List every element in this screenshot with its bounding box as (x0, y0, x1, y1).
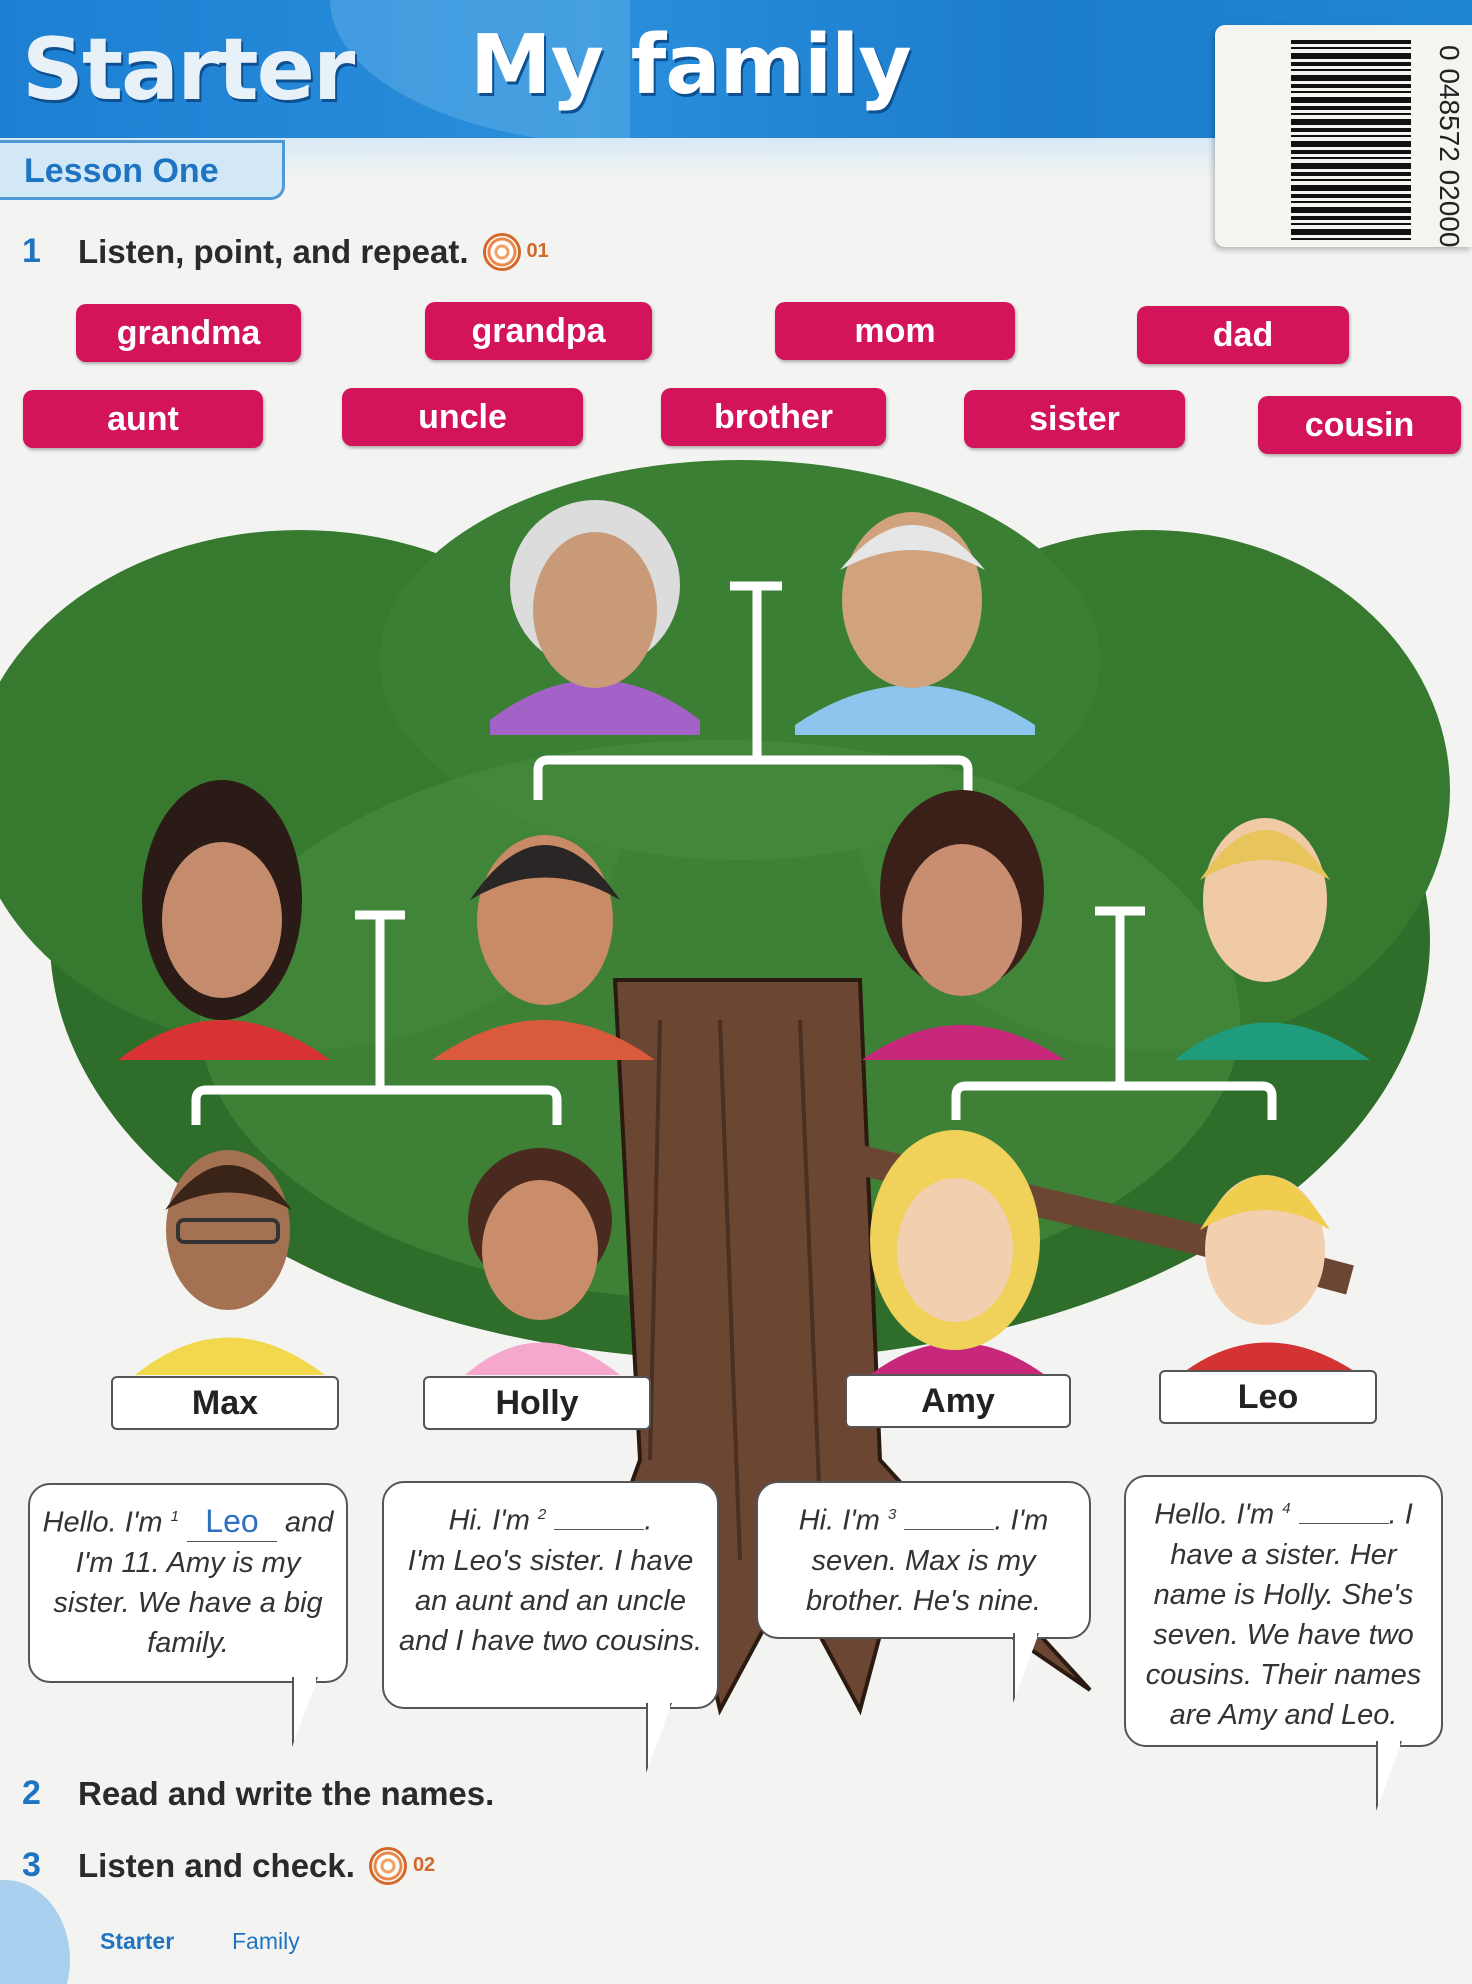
barcode-sticker: 0 048572 02000 (1215, 25, 1472, 247)
bubble-text: Hi. I'm (448, 1504, 530, 1537)
exercise-1: 1 Listen, point, and repeat. 01 (22, 232, 549, 271)
blank-number: 1 (170, 1508, 179, 1525)
footer-section: Starter (100, 1928, 175, 1954)
exercise-instruction: Listen, point, and repeat. (78, 232, 469, 270)
amy-portrait (870, 1130, 1045, 1375)
word-card-uncle[interactable]: uncle (342, 388, 583, 446)
answer-blank-1[interactable]: Leo (186, 1501, 277, 1542)
exercise-number: 2 (22, 1774, 41, 1812)
word-card-grandpa[interactable]: grandpa (425, 302, 652, 360)
bubble-text: Hello. I'm (1154, 1498, 1275, 1531)
section-title: Starter (22, 20, 355, 120)
audio-cd-icon[interactable] (368, 1846, 407, 1885)
word-card-mom[interactable]: mom (775, 302, 1015, 360)
leo-portrait (1180, 1175, 1360, 1375)
word-card-aunt[interactable]: aunt (23, 390, 263, 448)
audio-track-number: 02 (412, 1854, 436, 1876)
blank-number: 4 (1282, 1500, 1291, 1517)
bubble-text: I have a sister. Her name is Holly. She'… (1145, 1498, 1422, 1731)
barcode-bars (1291, 40, 1411, 240)
exercise-number: 3 (22, 1846, 41, 1884)
blank-number: 3 (888, 1506, 897, 1523)
mom-portrait (862, 790, 1065, 1060)
word-card-dad[interactable]: dad (1137, 306, 1349, 364)
bubble-text: . (1388, 1498, 1397, 1531)
bubble-text: Hello. I'm (42, 1506, 163, 1539)
page-title: My family (470, 18, 912, 113)
speech-bubble-2: Hi. I'm 2 . I'm Leo's sister. I have an … (382, 1481, 719, 1773)
exercise-2: 2 Read and write the names. (22, 1774, 494, 1813)
name-label-max: Max (111, 1376, 339, 1430)
name-label-holly: Holly (423, 1376, 651, 1430)
barcode-number: 0 048572 02000 (1434, 45, 1465, 247)
bubble-text: and I'm 11. Amy is my sister. We have a … (53, 1506, 334, 1659)
family-tree-illustration (0, 460, 1450, 1716)
exercise-instruction: Listen and check. (78, 1846, 355, 1884)
word-card-sister[interactable]: sister (964, 390, 1185, 448)
audio-track-number: 01 (526, 240, 549, 262)
speech-bubble-4: Hello. I'm 4 . I have a sister. Her name… (1124, 1475, 1443, 1811)
answer-blank-3[interactable] (904, 1528, 995, 1530)
exercise-3: 3 Listen and check. 02 (22, 1846, 435, 1885)
word-card-cousin[interactable]: cousin (1258, 396, 1461, 454)
footer-topic: Family (232, 1928, 300, 1954)
answer-blank-2[interactable] (554, 1528, 645, 1530)
grandma-portrait (490, 500, 700, 735)
lesson-tab (0, 140, 285, 200)
tree-connectors (191, 581, 1277, 1125)
bubble-text: Hi. I'm (798, 1504, 880, 1537)
blank-number: 2 (537, 1506, 547, 1523)
bubble-tail (1376, 1741, 1402, 1811)
lesson-label: Lesson One (24, 152, 219, 190)
answer-blank-4[interactable] (1298, 1522, 1389, 1524)
exercise-instruction: Read and write the names. (78, 1774, 495, 1812)
grandpa-portrait (795, 512, 1035, 735)
audio-cd-icon[interactable] (482, 232, 521, 271)
aunt-portrait (118, 780, 330, 1060)
page-number-circle (0, 1880, 70, 1984)
name-label-leo: Leo (1159, 1370, 1377, 1424)
bubble-text: . (644, 1504, 653, 1537)
speech-bubble-3: Hi. I'm 3 . I'm seven. Max is my brother… (756, 1481, 1091, 1703)
name-label-amy: Amy (845, 1374, 1071, 1428)
speech-bubble-1: Hello. I'm 1 Leo and I'm 11. Amy is my s… (28, 1483, 348, 1747)
word-card-grandma[interactable]: grandma (76, 304, 301, 362)
uncle-portrait (1175, 818, 1370, 1060)
holly-portrait (465, 1148, 620, 1375)
dad-portrait (432, 835, 655, 1060)
word-card-brother[interactable]: brother (661, 388, 886, 446)
exercise-number: 1 (22, 232, 41, 270)
bubble-text: I'm Leo's sister. I have an aunt and an … (398, 1544, 703, 1657)
bubble-text: seven. Max is my brother. He's nine. (806, 1544, 1041, 1617)
max-portrait (135, 1150, 325, 1375)
bubble-text: . I'm (994, 1504, 1049, 1537)
